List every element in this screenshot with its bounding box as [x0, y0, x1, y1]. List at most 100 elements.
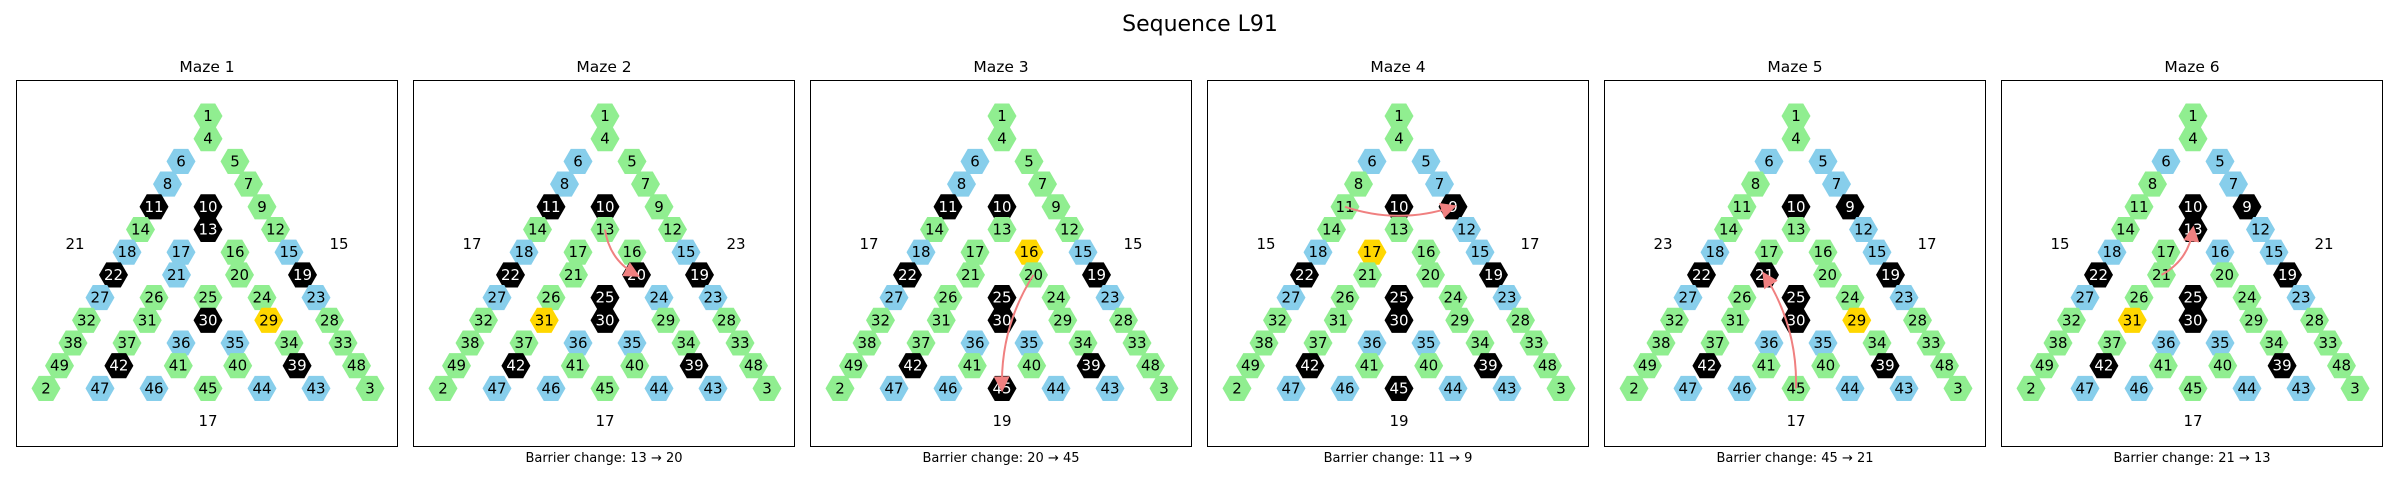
- maze-cell-18: 18: [112, 239, 142, 265]
- hex-shape: [560, 353, 590, 379]
- hex-label: 24: [649, 289, 668, 307]
- hex-label: 21: [1358, 266, 1377, 284]
- maze-cell-33: 33: [328, 330, 358, 356]
- hex-label: 31: [1329, 311, 1348, 329]
- maze-cell-44: 44: [1438, 375, 1468, 401]
- hex-label: 46: [1732, 379, 1751, 397]
- hex-shape: [1889, 285, 1919, 311]
- hex-shape: [866, 307, 895, 333]
- hex-shape: [960, 148, 990, 174]
- maze-cell-4: 4: [2178, 126, 2208, 152]
- hex-label: 9: [654, 198, 664, 216]
- hex-label: 43: [1100, 379, 1119, 397]
- hex-shape: [1492, 375, 1522, 401]
- hex-label: 46: [938, 379, 957, 397]
- maze-cell-38: 38: [2043, 330, 2073, 356]
- maze-cell-8: 8: [1344, 171, 1373, 197]
- hex-label: 28: [717, 311, 736, 329]
- barrier-change-caption: Barrier change: 11 → 9: [1323, 451, 1473, 466]
- maze-cell-38: 38: [455, 330, 485, 356]
- hex-label: 48: [1141, 357, 1160, 375]
- hex-label: 28: [1908, 311, 1927, 329]
- hex-label: 26: [938, 289, 957, 307]
- hex-shape: [2210, 262, 2239, 288]
- hex-label: 31: [535, 311, 554, 329]
- hex-label: 6: [573, 152, 583, 170]
- maze-cell-45: 45: [590, 375, 620, 401]
- hex-label: 18: [1705, 243, 1724, 261]
- maze-cell-16: 16: [617, 239, 647, 265]
- hex-label: 7: [1832, 175, 1842, 193]
- hex-label: 13: [992, 221, 1011, 239]
- hex-shape: [987, 285, 1017, 311]
- hex-shape: [2148, 353, 2178, 379]
- maze-title: Maze 2: [576, 58, 632, 76]
- maze-cell-4: 4: [1384, 126, 1414, 152]
- hex-label: 34: [1470, 334, 1489, 352]
- maze-cell-19: 19: [685, 262, 714, 288]
- hex-shape: [1330, 194, 1360, 220]
- hex-shape: [1903, 307, 1932, 333]
- maze-cell-15: 15: [1465, 239, 1495, 265]
- maze-cell-22: 22: [893, 262, 922, 288]
- maze-cell-47: 47: [2070, 375, 2100, 401]
- hex-label: 3: [1953, 379, 1963, 397]
- hex-label: 32: [871, 311, 890, 329]
- hex-label: 38: [857, 334, 876, 352]
- hex-label: 42: [506, 357, 525, 375]
- hex-shape: [2178, 126, 2208, 152]
- figure-title: Sequence L91: [1122, 12, 1278, 37]
- hex-shape: [72, 307, 101, 333]
- maze-cell-23: 23: [1492, 285, 1522, 311]
- hex-label: 22: [1692, 266, 1711, 284]
- maze-cell-12: 12: [658, 216, 687, 243]
- hex-label: 28: [1511, 311, 1530, 329]
- hex-label: 26: [1732, 289, 1751, 307]
- hex-shape: [1889, 375, 1919, 401]
- hex-shape: [2286, 285, 2316, 311]
- maze-cell-5: 5: [220, 148, 250, 174]
- hex-label: 10: [1786, 198, 1805, 216]
- hex-shape: [1323, 307, 1353, 333]
- hex-shape: [1727, 375, 1757, 401]
- hex-shape: [2124, 285, 2154, 311]
- hex-shape: [2138, 171, 2167, 197]
- hex-shape: [906, 330, 936, 356]
- hex-label: 14: [925, 221, 944, 239]
- maze-cell-31: 31: [926, 307, 956, 333]
- hex-label: 21: [961, 266, 980, 284]
- hex-shape: [1822, 171, 1851, 197]
- hex-shape: [2205, 330, 2235, 356]
- hex-label: 47: [1281, 379, 1300, 397]
- maze-cell-46: 46: [139, 375, 169, 401]
- maze-cell-38: 38: [58, 330, 88, 356]
- hex-shape: [220, 239, 250, 265]
- hex-shape: [825, 375, 855, 401]
- maze-cell-31: 31: [2117, 307, 2147, 333]
- hex-label: 43: [1497, 379, 1516, 397]
- hex-label: 49: [2035, 357, 2054, 375]
- maze-cell-40: 40: [1017, 353, 1047, 379]
- maze-cell-14: 14: [126, 216, 155, 243]
- hex-label: 33: [2318, 334, 2337, 352]
- hex-shape: [2232, 375, 2262, 401]
- hex-shape: [166, 148, 196, 174]
- hex-label: 4: [2188, 130, 2198, 148]
- hex-label: 34: [676, 334, 695, 352]
- hex-label: 35: [1416, 334, 1435, 352]
- hex-label: 17: [1362, 243, 1381, 261]
- hex-shape: [1384, 285, 1414, 311]
- hex-shape: [1751, 353, 1781, 379]
- maze-cell-37: 37: [1303, 330, 1333, 356]
- maze-cell-44: 44: [644, 375, 674, 401]
- hex-label: 3: [1159, 379, 1169, 397]
- hex-label: 6: [176, 152, 186, 170]
- hex-label: 19: [690, 266, 709, 284]
- hex-label: 39: [1082, 357, 1101, 375]
- maze-cell-48: 48: [2327, 353, 2356, 379]
- hex-shape: [254, 307, 284, 333]
- hex-shape: [926, 307, 956, 333]
